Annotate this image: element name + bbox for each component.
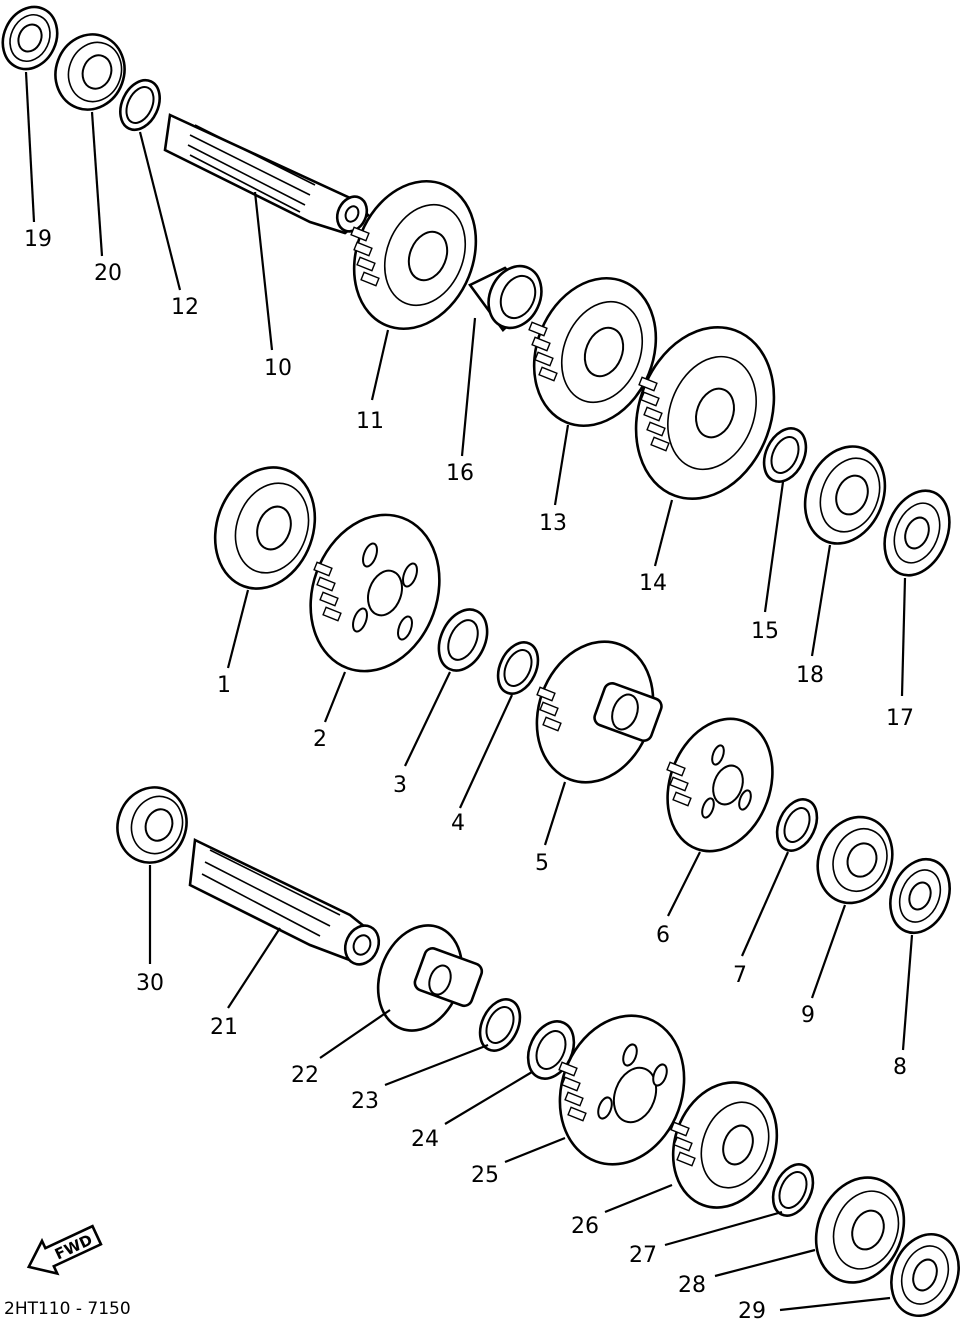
part-16-bushing (468, 264, 543, 332)
callout-20: 20 (94, 261, 122, 286)
callout-18: 18 (796, 663, 824, 688)
callout-4: 4 (451, 811, 465, 836)
callout-3: 3 (393, 773, 407, 798)
part-30-bearing (116, 786, 188, 864)
callout-11: 11 (356, 409, 384, 434)
callout-23: 23 (351, 1089, 379, 1114)
callout-22: 22 (291, 1063, 319, 1088)
callout-16: 16 (446, 461, 474, 486)
callout-29: 29 (738, 1299, 766, 1322)
part-11-gear (350, 179, 478, 331)
callout-1: 1 (217, 673, 231, 698)
part-13-gear (528, 276, 658, 428)
callout-13: 13 (539, 511, 567, 536)
part-7-washer (775, 798, 819, 852)
part-3-washer (437, 608, 489, 672)
part-23-circlip (478, 998, 522, 1052)
callout-21: 21 (210, 1015, 238, 1040)
callout-26: 26 (571, 1214, 599, 1239)
callout-17: 17 (886, 706, 914, 731)
part-25-gear (558, 1014, 686, 1166)
callout-5: 5 (535, 851, 549, 876)
part-22-gear (376, 924, 484, 1032)
part-9-bearing (816, 815, 894, 905)
part-19-oil-seal (1, 5, 59, 71)
callout-6: 6 (656, 923, 670, 948)
part-6-gear (666, 717, 774, 853)
callout-8: 8 (893, 1055, 907, 1080)
part-4-circlip (496, 641, 540, 695)
part-5-gear (535, 640, 663, 784)
callout-25: 25 (471, 1163, 499, 1188)
fwd-arrow-icon: FWD (26, 1224, 103, 1276)
part-15-washer (762, 427, 808, 483)
part-1-bearing (213, 466, 317, 590)
part-18-bearing (803, 445, 887, 545)
callout-24: 24 (411, 1127, 439, 1152)
part-10-main-axle (163, 113, 370, 235)
callout-15: 15 (751, 619, 779, 644)
callout-14: 14 (639, 571, 667, 596)
callout-27: 27 (629, 1243, 657, 1268)
callout-28: 28 (678, 1273, 706, 1298)
part-26-gear (670, 1081, 779, 1209)
part-12-circlip (119, 78, 161, 132)
callout-labels: 19 20 12 10 11 16 13 14 15 18 17 1 2 3 4… (24, 227, 914, 1322)
callout-12: 12 (171, 295, 199, 320)
part-20-bearing (54, 33, 126, 111)
part-28-bearing (814, 1176, 906, 1284)
callout-19: 19 (24, 227, 52, 252)
part-27-circlip (771, 1163, 815, 1217)
callout-30: 30 (136, 971, 164, 996)
part-17-oil-seal (883, 489, 951, 577)
callout-9: 9 (801, 1003, 815, 1028)
part-14-gear (634, 325, 776, 501)
callout-2: 2 (313, 727, 327, 752)
part-8-oil-seal (889, 857, 951, 935)
callout-7: 7 (733, 963, 747, 988)
part-2-gear (309, 513, 441, 673)
part-21-drive-axle (188, 838, 381, 966)
part-29-oil-seal (890, 1232, 960, 1318)
leader-lines (24, 71, 914, 1312)
diagram-code: 2HT110 - 7150 (4, 1299, 131, 1319)
callout-10: 10 (264, 356, 292, 381)
